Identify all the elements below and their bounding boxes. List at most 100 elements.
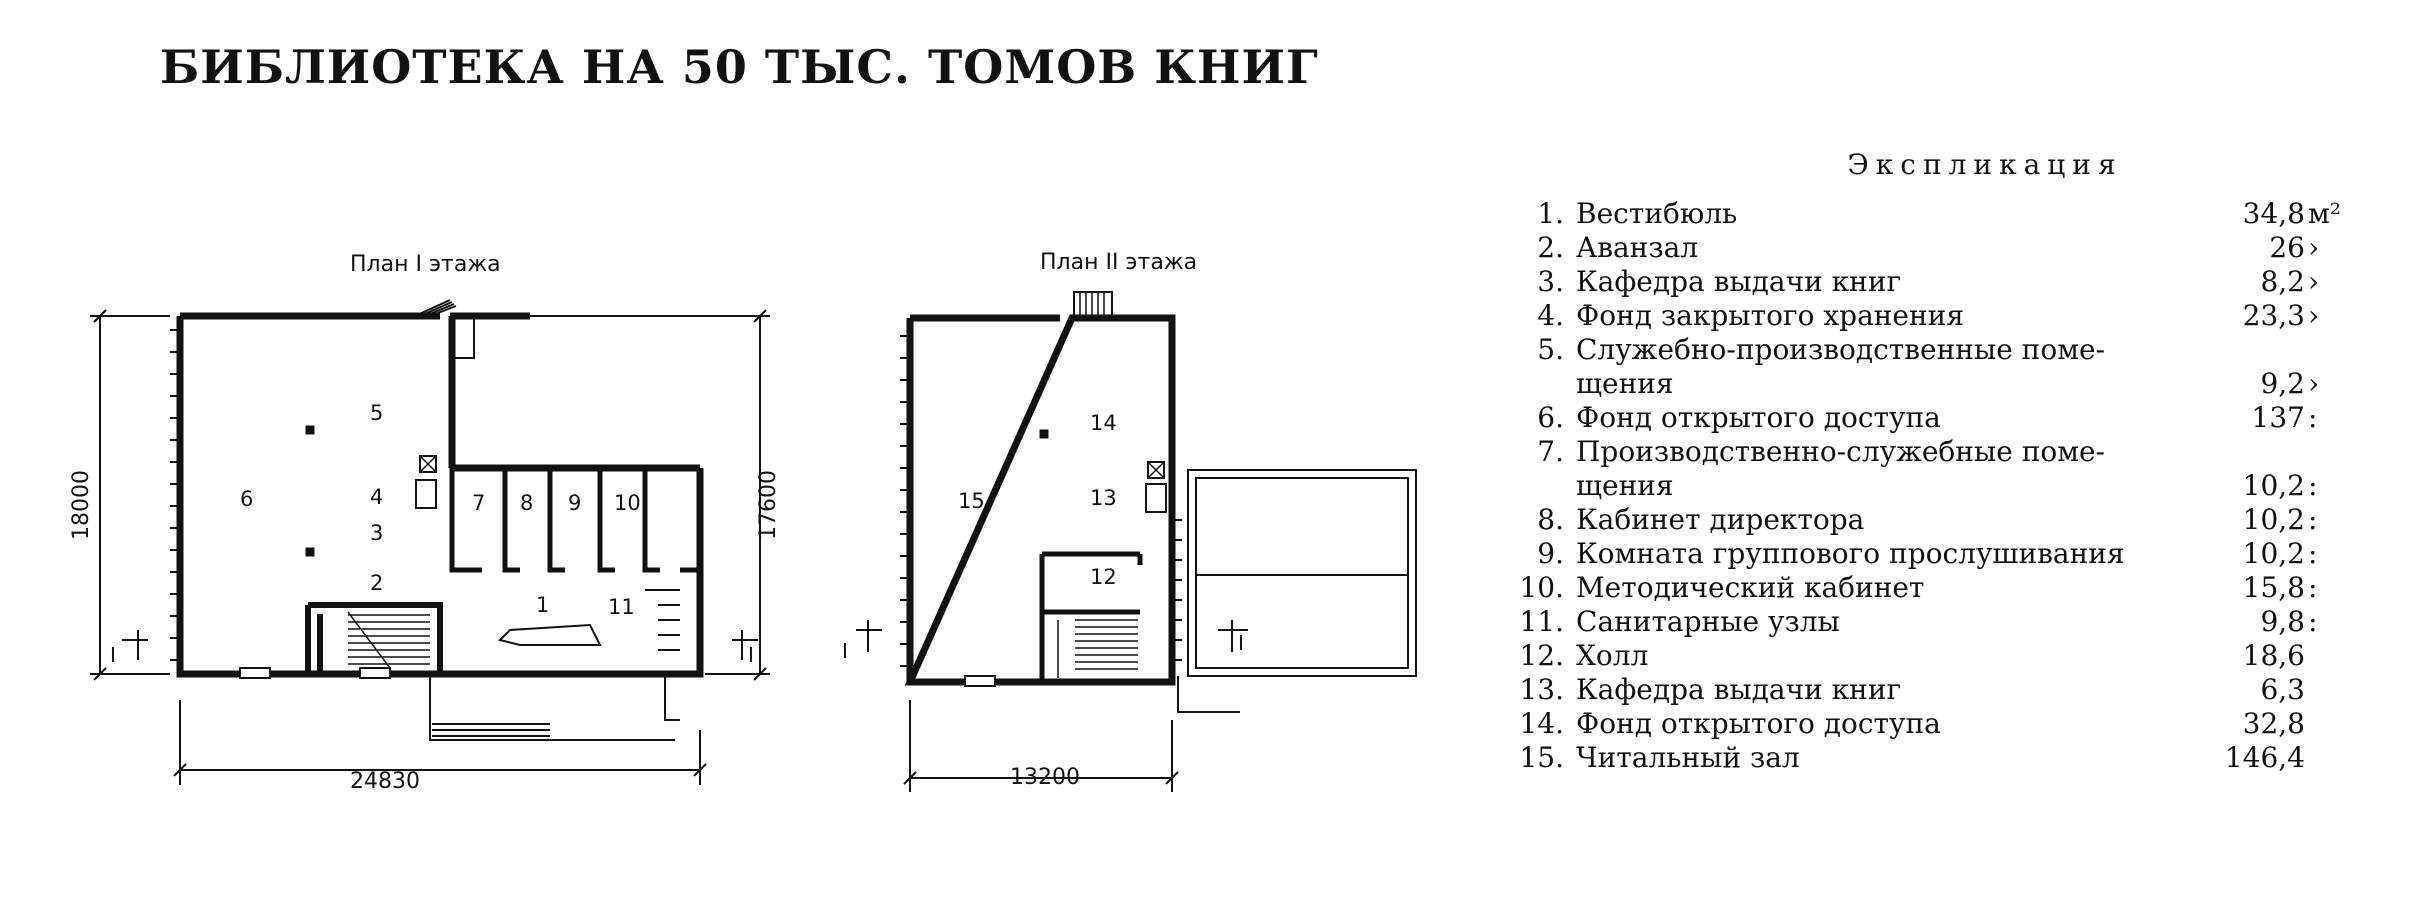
plan-ii-room-numbers: 15 14 13 12 [958, 411, 1117, 589]
plan-i-sanitary [645, 589, 680, 651]
row-unit: : [2308, 469, 2318, 502]
row-number: 13. [1519, 673, 1564, 706]
row-name: Служебно-производственные поме- щения [1576, 333, 2360, 401]
plan-i-room-number: 9 [568, 491, 581, 515]
explication-row: 6. Фонд открытого доступа 137 : [1500, 401, 2360, 435]
plan-ii-label: План II этажа [1040, 250, 1198, 275]
plan-i-room-number: 2 [370, 571, 383, 595]
explication-row: 2. Аванзал 26 › [1500, 231, 2360, 265]
row-area: 9,8 [2260, 605, 2305, 638]
explication-row: 4. Фонд закрытого хранения 23,3 › [1500, 299, 2360, 333]
explication-row: 5. Служебно-производственные поме- щения… [1500, 333, 2360, 401]
row-name: Санитарные узлы [1576, 605, 1840, 638]
row-area: 15,8 [2242, 571, 2305, 604]
explication-row: 9. Комната группового прослушивания 10,2… [1500, 537, 2360, 571]
explication-row: 10. Методический кабинет 15,8 : [1500, 571, 2360, 605]
row-number: 15. [1519, 741, 1564, 774]
row-unit: : [2308, 401, 2318, 434]
row-unit: › [2308, 299, 2320, 332]
row-area: 6,3 [2260, 673, 2305, 706]
row-name: Читальный зал [1576, 741, 1800, 774]
plan-i-section-marks [122, 630, 758, 660]
row-unit: : [2308, 537, 2318, 570]
plan-i-issue-desk [498, 623, 602, 646]
row-area: 26 [2269, 231, 2305, 264]
plan-i-offices-walls [449, 468, 700, 573]
row-name-line-2: щения [1576, 469, 1674, 502]
row-number: 4. [1537, 299, 1564, 332]
plan-i-elevator [419, 455, 437, 473]
row-unit: › [2308, 231, 2320, 264]
row-name: Кафедра выдачи книг [1576, 265, 1902, 298]
plan-i-room-number: 8 [520, 491, 533, 515]
plan-i-room-number: 5 [370, 401, 383, 425]
row-number: 7. [1537, 435, 1564, 468]
plan-i-room-number: 1 [536, 593, 549, 617]
row-unit: : [2308, 605, 2318, 638]
row-area: 23,3 [2242, 299, 2305, 332]
explication-heading: Экспликация [1847, 148, 2123, 181]
row-number: 6. [1537, 401, 1564, 434]
plan-ii-elevator [1147, 461, 1165, 479]
row-name: Кабинет директора [1576, 503, 1865, 536]
page-title: БИБЛИОТЕКА НА 50 ТЫС. ТОМОВ КНИГ [160, 40, 1319, 94]
row-area: 18,6 [2242, 639, 2305, 672]
plan-i-dimensions [90, 309, 770, 785]
row-unit: › [2308, 367, 2320, 400]
plan-ii-room-number: 15 [958, 489, 985, 513]
plan-i-room-number: 11 [608, 595, 635, 619]
row-number: 1. [1537, 197, 1564, 230]
plan-i-west-windows [170, 329, 180, 661]
explication-row: 11. Санитарные узлы 9,8 : [1500, 605, 2360, 639]
floor-plans-drawing: 6 5 4 3 2 1 7 8 9 10 11 24830 18000 1760… [69, 291, 1417, 794]
plan-ii-west-windows [900, 335, 910, 667]
plan-ii-section-label: I [842, 639, 848, 663]
row-number: 9. [1537, 537, 1564, 570]
plan-i-entrance-porch [429, 676, 680, 741]
row-area: 34,8 [2242, 197, 2305, 230]
row-area: 146,4 [2224, 741, 2305, 774]
plan-i-window [239, 667, 271, 679]
plan-ii-column [1039, 429, 1049, 439]
row-name-line-1: Служебно-производственные поме- [1576, 333, 2106, 366]
explication-row: 15. Читальный зал 146,4 [1500, 741, 2360, 775]
plan-ii-hall-walls [1039, 551, 1143, 682]
row-name: Вестибюль [1576, 197, 1738, 230]
plan-i-room-number: 4 [370, 485, 383, 509]
explication-row: 3. Кафедра выдачи книг 8,2 › [1500, 265, 2360, 299]
plan-ii-drawing [856, 291, 1417, 792]
row-name: Холл [1576, 639, 1649, 672]
plan-i-drawing [90, 299, 770, 785]
row-area: 10,2 [2242, 503, 2305, 536]
plan-i-room-number: 10 [614, 491, 641, 515]
explication-row: 8. Кабинет директора 10,2 : [1500, 503, 2360, 537]
row-name: Комната группового прослушивания [1576, 537, 2125, 570]
row-name-line-1: Производственно-служебные поме- [1576, 435, 2106, 468]
row-area: 8,2 [2260, 265, 2305, 298]
row-number: 8. [1537, 503, 1564, 536]
plan-i-stairs-walls [305, 602, 443, 674]
row-number: 2. [1537, 231, 1564, 264]
row-name-line-2: щения [1576, 367, 1674, 400]
plan-i-column [305, 547, 315, 557]
plan-i-room-number: 6 [240, 487, 253, 511]
explication-row: 13. Кафедра выдачи книг 6,3 [1500, 673, 2360, 707]
plan-i-room-number: 7 [472, 491, 485, 515]
row-unit: м² [2308, 197, 2342, 230]
row-name: Методический кабинет [1576, 571, 1925, 604]
plan-i-left-dimension: 18000 [69, 470, 94, 540]
row-number: 14. [1519, 707, 1564, 740]
plan-i-top-steps [414, 299, 457, 317]
plan-ii-room-number: 14 [1090, 411, 1117, 435]
row-area: 9,2 [2260, 367, 2305, 400]
row-number: 11. [1519, 605, 1564, 638]
plan-i-section-label: I [110, 643, 116, 667]
row-name: Кафедра выдачи книг [1576, 673, 1902, 706]
plan-ii-window [964, 675, 996, 687]
plan-ii-room-number: 13 [1090, 486, 1117, 510]
plan-i-column [305, 425, 315, 435]
row-number: 3. [1537, 265, 1564, 298]
plan-i-right-dimension: 17600 [756, 470, 781, 540]
row-name: Производственно-служебные поме- щения [1576, 435, 2360, 503]
plan-i-east-wing-walls [448, 462, 700, 472]
